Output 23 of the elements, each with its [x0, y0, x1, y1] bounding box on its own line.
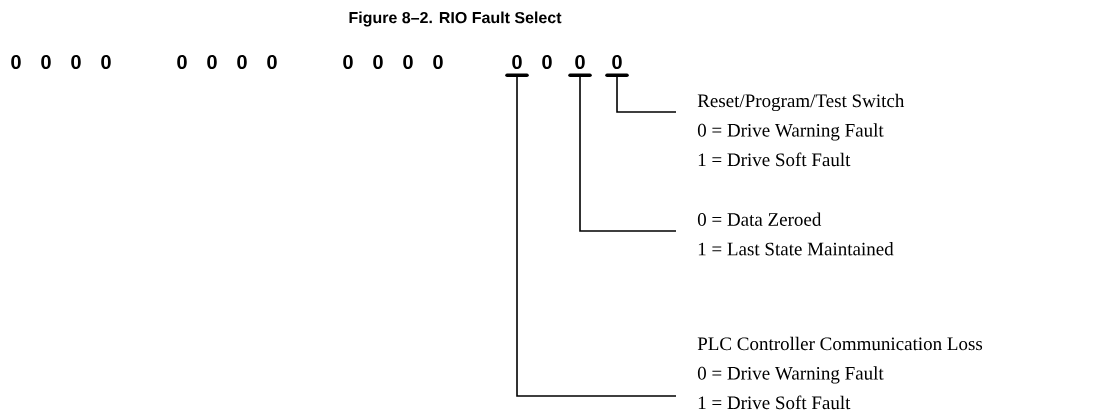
bit-description: 0 = Data Zeroed 1 = Last State Maintained — [697, 212, 894, 256]
bit-description: PLC Controller Communication Loss 0 = Drive Warning Fault 1 = Drive Soft Fault — [697, 336, 983, 410]
bit-digit: 0 — [207, 54, 217, 70]
bit-digit: 0 — [71, 54, 81, 70]
bit-digit: 0 — [343, 54, 353, 70]
leader-line — [516, 74, 677, 397]
figure-title: Figure 8–2. RIO Fault Select — [349, 11, 562, 27]
bit-digit: 0 — [403, 54, 413, 70]
bit-digit: 0 — [41, 54, 51, 70]
bit-digit: 0 — [373, 54, 383, 70]
bit-digit: 0 — [267, 54, 277, 70]
bit-digit: 0 — [512, 54, 522, 70]
leader-line — [579, 74, 677, 232]
bit-digit: 0 — [612, 54, 622, 70]
bit-description: Reset/Program/Test Switch 0 = Drive Warning Fault 1 = Drive Soft Fault — [697, 93, 905, 167]
bit-digit: 0 — [433, 54, 443, 70]
bit-digit: 0 — [101, 54, 111, 70]
bit-digit: 0 — [237, 54, 247, 70]
bit-digit: 0 — [11, 54, 21, 70]
bit-digit: 0 — [542, 54, 552, 70]
leader-line — [616, 74, 677, 113]
bit-digit: 0 — [575, 54, 585, 70]
bit-digit: 0 — [177, 54, 187, 70]
